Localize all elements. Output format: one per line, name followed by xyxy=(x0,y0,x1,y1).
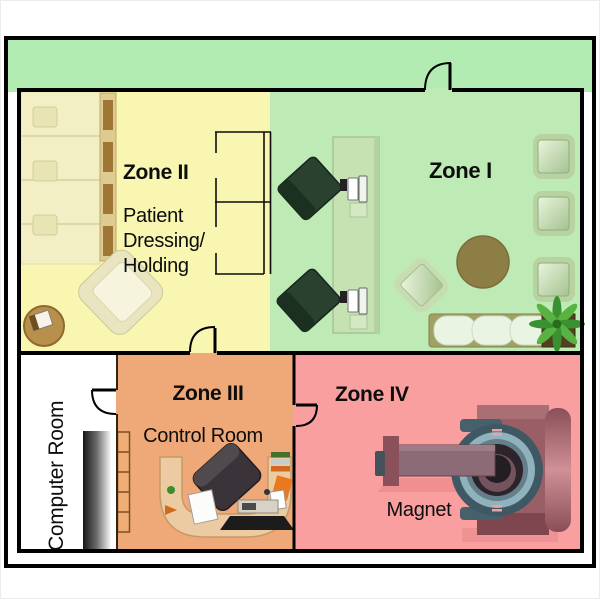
cubicle-partitions xyxy=(215,131,272,275)
door-leaf xyxy=(448,63,452,90)
waiting-armchair xyxy=(533,257,575,302)
zone2-desc-line1: Patient xyxy=(123,205,184,227)
door-swing-arc xyxy=(91,389,117,415)
mri-magnet xyxy=(375,405,571,542)
zone3-zone4-door xyxy=(295,403,318,427)
computer-workstation xyxy=(340,287,368,330)
figure-border xyxy=(4,36,596,568)
zone2-desc-line2: Dressing/ xyxy=(123,230,206,252)
zone1-label: Zone I xyxy=(429,158,492,183)
computer-room-label: Computer Room xyxy=(45,401,68,551)
waiting-armchair xyxy=(394,258,449,313)
zone4-label: Zone IV xyxy=(335,383,409,406)
zone3-desc: Control Room xyxy=(143,425,263,447)
waiting-armchair xyxy=(533,191,575,236)
office-chair xyxy=(277,156,342,221)
door-leaf xyxy=(92,388,116,392)
corridor-floor xyxy=(8,40,592,92)
zone2-zone3-door xyxy=(189,326,217,353)
zone4-desc: Magnet xyxy=(387,499,453,521)
magnet-shadow xyxy=(378,478,470,492)
zone2-desc-line3: Holding xyxy=(123,255,189,277)
door-swing-arc xyxy=(424,62,452,91)
door-leaf xyxy=(213,328,217,353)
door-leaf xyxy=(296,403,317,407)
waiting-armchair xyxy=(533,134,575,179)
coffee-table xyxy=(456,235,510,289)
door-swing-arc xyxy=(189,326,216,353)
dressing-bench-row xyxy=(20,91,101,265)
locker-cabinet xyxy=(99,92,117,262)
dressing-armchair xyxy=(78,249,164,335)
corridor-door xyxy=(424,62,452,91)
computer-workstation xyxy=(340,175,368,218)
desk-items xyxy=(165,452,293,515)
equipment-shelf xyxy=(116,431,131,533)
zone3-label: Zone III xyxy=(172,382,243,405)
potted-plant xyxy=(529,296,585,352)
side-stool xyxy=(23,305,65,347)
computer-room-door xyxy=(91,388,117,415)
zone2-label: Zone II xyxy=(123,161,189,184)
server-cabinet xyxy=(83,431,113,549)
office-chair xyxy=(276,268,341,333)
door-swing-arc xyxy=(295,404,318,427)
walls xyxy=(17,88,584,553)
control-console xyxy=(187,489,294,530)
